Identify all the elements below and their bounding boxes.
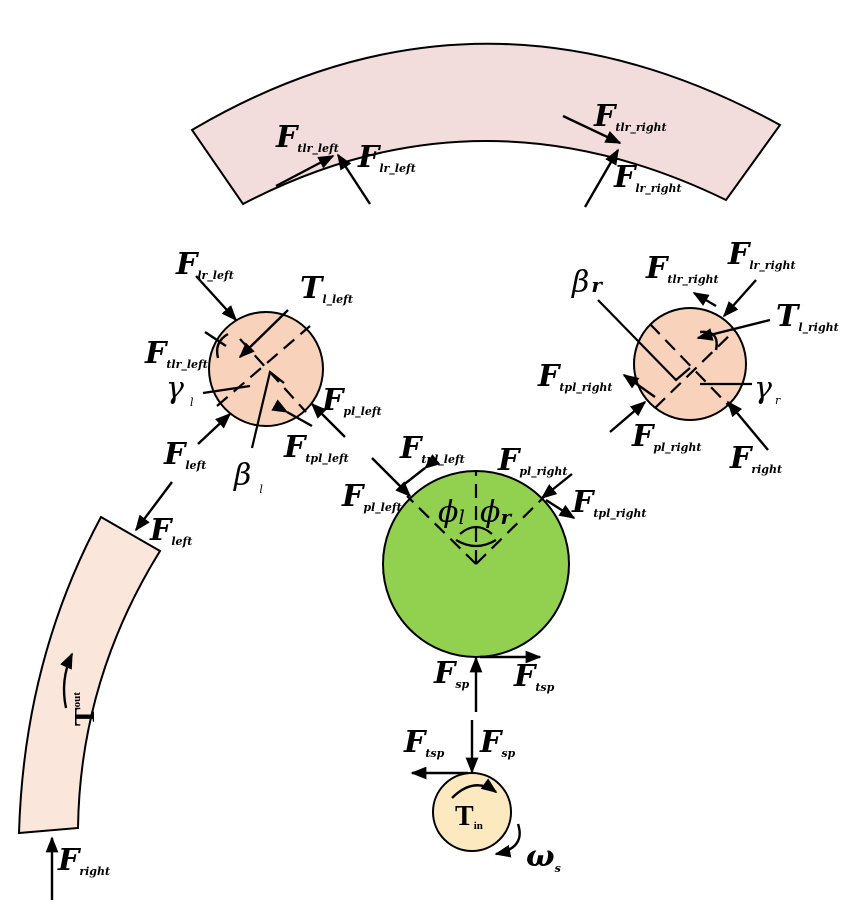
label-f-lr-right: Flr_right bbox=[613, 160, 682, 196]
arrow-f-tpl-left-planet bbox=[271, 399, 313, 428]
label-f-left-link: Fleft bbox=[149, 513, 192, 548]
arrow-f-tlr-right-planet bbox=[692, 291, 717, 308]
arrow-f-lr-left bbox=[336, 153, 372, 205]
input-gear: Ftsp Fsp Tin ωs bbox=[403, 720, 561, 875]
label-f-tsp-sun: Ftsp bbox=[513, 659, 555, 694]
label-f-tlr-left-planet: Ftlr_left bbox=[144, 336, 208, 372]
label-t-in: Tin bbox=[455, 801, 483, 832]
label-f-right-link: Fright bbox=[57, 843, 110, 878]
sun-gear-angle-arc-2 bbox=[459, 525, 493, 535]
label-t-l-right: Tl_right bbox=[776, 299, 839, 335]
top-link-body bbox=[190, 42, 782, 206]
arrow-f-lr-left-planet bbox=[195, 275, 238, 322]
arrow-f-tpl-left-sun bbox=[401, 454, 441, 487]
arrow-f-pl-right-sun bbox=[540, 473, 573, 499]
label-phi-l: ϕl bbox=[438, 495, 465, 530]
arrow-t-l-left bbox=[238, 309, 289, 359]
label-omega-s: ωs bbox=[526, 839, 561, 875]
label-f-sp-sun: Fsp bbox=[433, 656, 470, 691]
arrow-f-lr-right bbox=[583, 148, 620, 208]
arrow-f-left-link bbox=[135, 481, 173, 532]
label-f-tlr-right: Ftlr_right bbox=[593, 99, 667, 135]
label-f-sp-input: Fsp bbox=[479, 725, 516, 760]
label-f-lr-right-planet: Flr_right bbox=[727, 237, 796, 273]
label-f-tpl-left-planet: Ftpl_left bbox=[283, 430, 349, 466]
label-f-tsp-input: Ftsp bbox=[403, 725, 445, 760]
arrow-f-lr-right-planet bbox=[722, 279, 757, 318]
right-planet-beta-line bbox=[597, 299, 691, 382]
left-planet-moment-arc bbox=[215, 332, 229, 359]
label-f-tpl-right-planet: Ftpl_right bbox=[537, 359, 613, 395]
label-f-tlr-right-planet: Ftlr_right bbox=[645, 251, 719, 287]
right-planet-dash-1 bbox=[649, 323, 734, 411]
arrow-f-tlr-left bbox=[275, 154, 335, 188]
label-f-right-planet: Fright bbox=[729, 441, 782, 476]
sun-gear: Ftpl_left Fpl_right Fpl_left Ftpl_right … bbox=[341, 431, 647, 712]
left-planet-beta-line bbox=[250, 370, 285, 449]
input-gear-torque-arc bbox=[451, 778, 498, 799]
input-gear-omega-arc bbox=[494, 823, 521, 858]
sun-gear-angle-arc bbox=[455, 539, 497, 548]
label-f-left-planet: Fleft bbox=[163, 437, 206, 472]
label-f-lr-left: Flr_left bbox=[357, 140, 416, 176]
arrow-f-pl-right-planet bbox=[609, 400, 647, 433]
label-f-pl-left-sun: Fpl_left bbox=[341, 479, 402, 515]
arrow-f-tpl-right-planet bbox=[622, 374, 656, 398]
arrow-f-tlr-right bbox=[562, 114, 622, 145]
label-t-out: Tout bbox=[70, 692, 101, 726]
left-link: Fleft Tout Fright bbox=[17, 481, 192, 900]
sun-gear-dash-left bbox=[406, 495, 477, 565]
label-f-tlr-left: Ftlr_left bbox=[275, 120, 339, 156]
label-f-pl-right-sun: Fpl_right bbox=[497, 443, 567, 479]
arrow-f-pl-left-sun bbox=[371, 457, 412, 498]
label-f-lr-left-planet: Flr_left bbox=[175, 247, 234, 283]
arrow-f-right-planet bbox=[726, 400, 769, 451]
label-f-pl-right-planet: Fpl_right bbox=[631, 419, 701, 455]
left-link-torque-arc bbox=[60, 652, 74, 709]
arrow-f-pl-left-planet bbox=[310, 402, 346, 438]
arrow-f-tlr-left-planet bbox=[204, 331, 227, 347]
arrow-f-tpl-right-sun bbox=[545, 498, 576, 520]
label-phi-r: ϕr bbox=[480, 495, 512, 530]
label-f-pl-left-planet: Fpl_left bbox=[321, 383, 382, 419]
sun-gear-dash-right bbox=[475, 495, 546, 565]
top-link: Ftlr_left Flr_left Ftlr_right Flr_right bbox=[190, 42, 782, 208]
right-planet-dash-2 bbox=[654, 329, 736, 409]
left-link-body bbox=[17, 515, 162, 835]
label-t-l-left: Tl_left bbox=[300, 271, 353, 307]
arrow-f-left-planet bbox=[197, 412, 232, 445]
label-f-tpl-right-sun: Ftpl_right bbox=[571, 485, 647, 521]
arrow-t-l-right bbox=[696, 318, 771, 341]
label-f-tpl-left-sun: Ftpl_left bbox=[399, 431, 465, 467]
left-planet-gamma-line bbox=[202, 384, 251, 395]
